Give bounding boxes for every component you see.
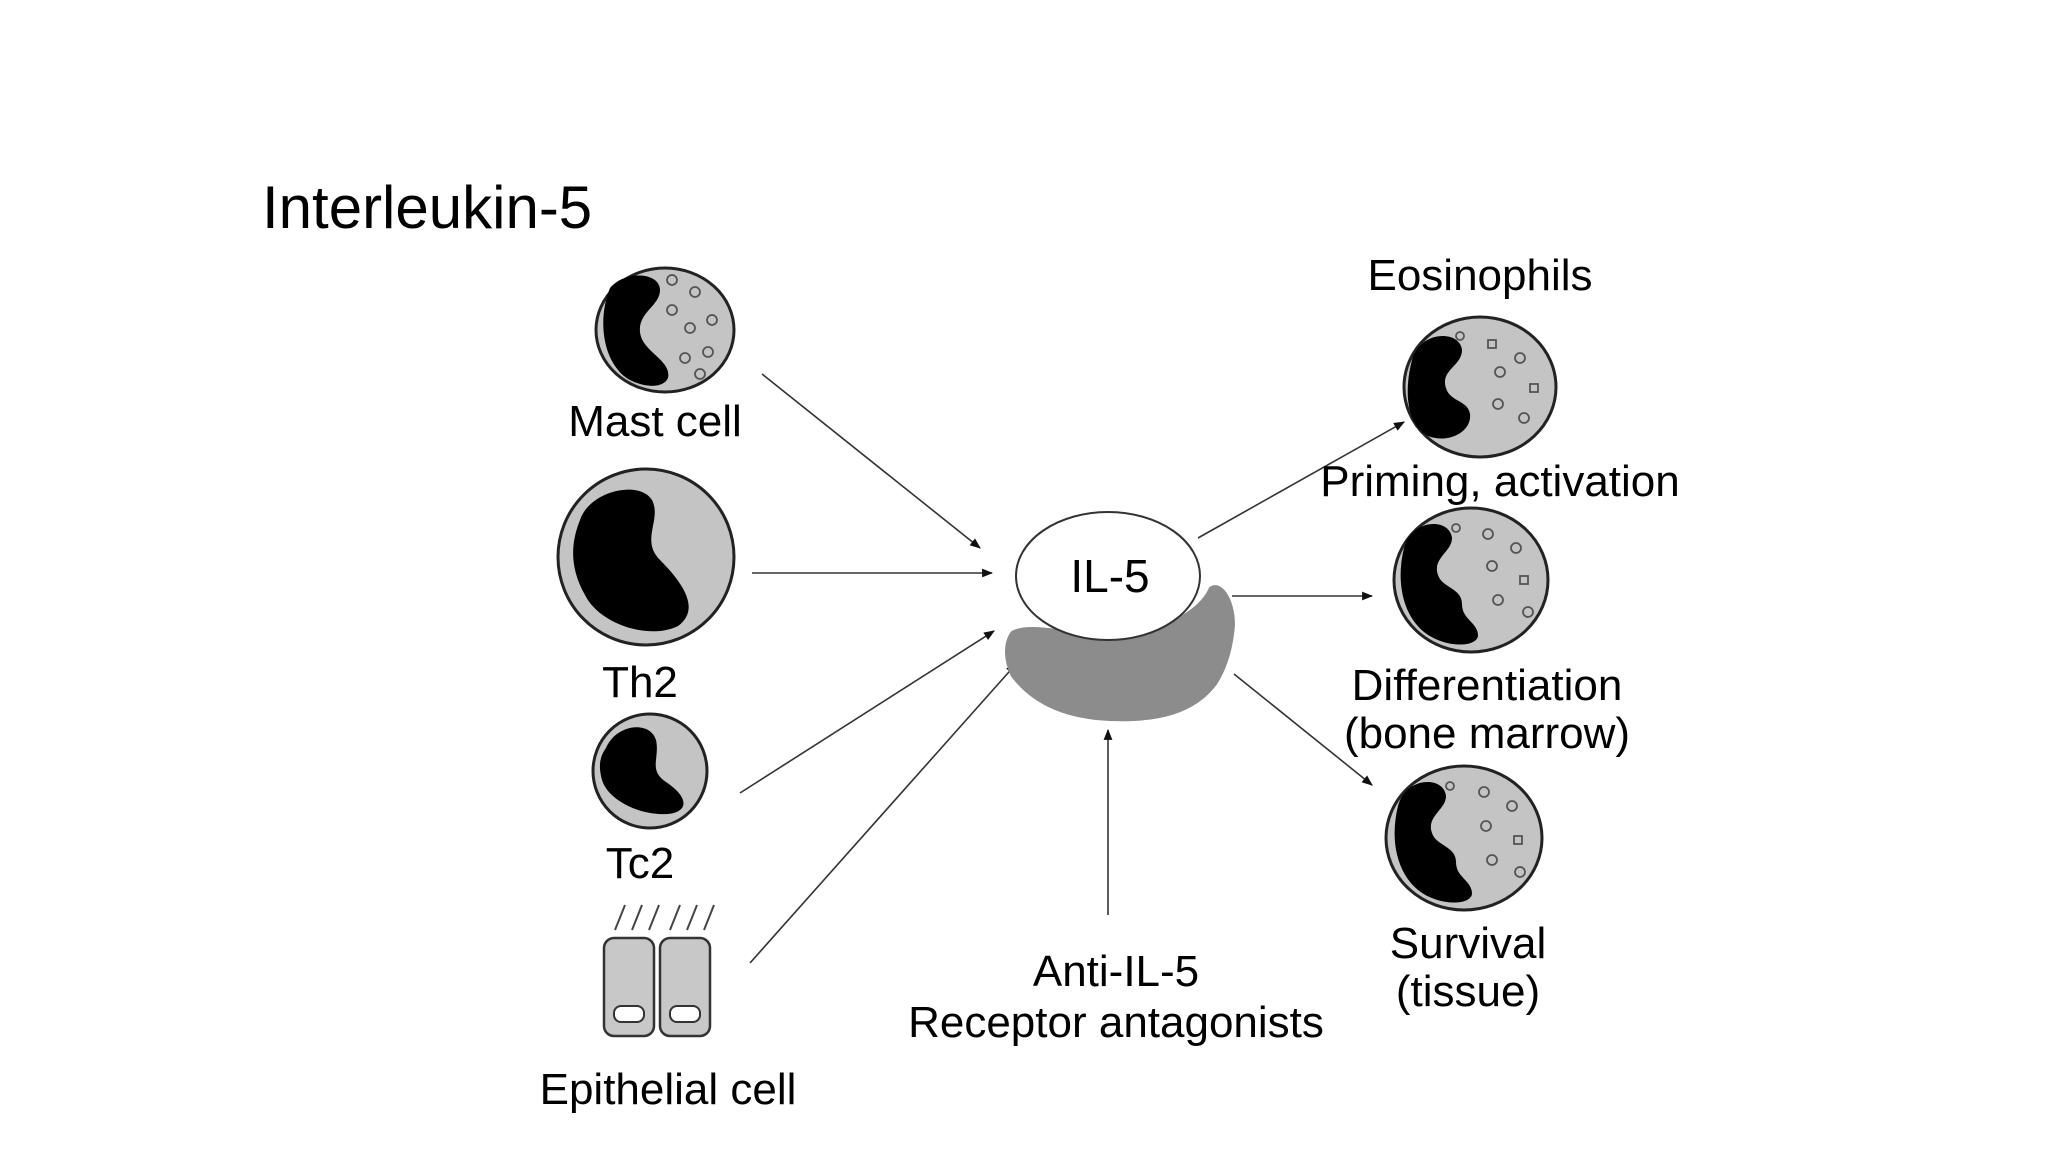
target-label-differentiation-line1: Differentiation [1352,661,1623,710]
source-label-tc2: Tc2 [606,839,674,888]
target-label-differentiation-line2: (bone marrow) [1344,709,1630,758]
arrow-epithelial-to-il5 [749,663,1017,964]
eosinophil-icon-survival [1384,764,1544,912]
source-label-mast-cell: Mast cell [568,397,742,446]
source-label-th2: Th2 [602,658,678,707]
inhibitor-label-line2: Receptor antagonists [908,998,1324,1047]
eosinophil-granules-priming [1455,331,1539,424]
target-label-survival-line1: Survival [1390,919,1547,968]
target-label-priming: Priming, activation [1320,457,1679,506]
arrow-il5-to-priming [1197,421,1405,539]
target-arrows [1197,421,1405,786]
slide-title: Interleukin-5 [262,174,593,241]
eosinophils-header: Eosinophils [1367,251,1592,300]
il5-label: IL-5 [1070,550,1149,602]
epithelial-cell-icon [602,904,715,1038]
mast-cell-icon [594,266,736,394]
arrow-mast-to-il5 [761,373,981,549]
arrow-il5-to-survival [1233,673,1373,786]
epithelial-cilia [614,904,715,931]
inhibitor-label-line1: Anti-IL-5 [1033,947,1199,996]
mast-cell-granules [666,274,718,380]
eosinophil-icon-differentiation [1392,506,1550,654]
eosinophil-icon-priming [1402,315,1558,459]
target-label-survival-line2: (tissue) [1396,967,1540,1016]
eosinophil-granules-survival [1445,781,1526,878]
il5-cytokine-ellipse [1015,511,1201,641]
th2-cell-icon [556,467,736,647]
arrow-tc2-to-il5 [739,630,995,794]
tc2-cell-icon [591,712,709,830]
source-label-epithelial-cell: Epithelial cell [540,1065,797,1114]
source-arrows [739,373,1017,964]
eosinophil-granules-differentiation [1451,523,1534,618]
